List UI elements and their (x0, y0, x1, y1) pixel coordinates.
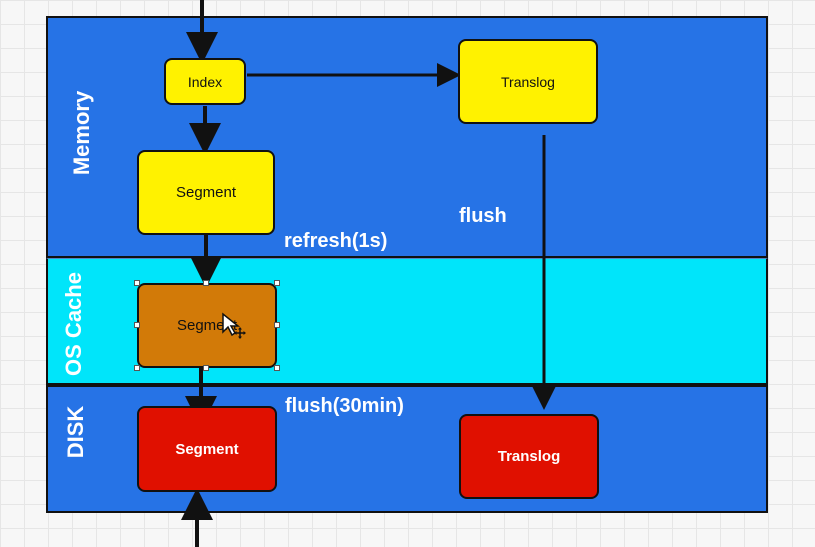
memory-segment-node[interactable]: Segment (137, 150, 275, 235)
disk-segment-node[interactable]: Segment (137, 406, 277, 492)
flush-30min-label: flush(30min) (285, 395, 404, 417)
selection-handle-mr[interactable] (274, 322, 280, 328)
memory-translog-node[interactable]: Translog (458, 39, 598, 124)
selection-handle-br[interactable] (274, 365, 280, 371)
cache-segment-node[interactable]: Segment (137, 283, 277, 368)
disk-translog-node[interactable]: Translog (459, 414, 599, 499)
selection-handle-tm[interactable] (203, 280, 209, 286)
flush-label: flush (459, 205, 507, 227)
refresh-label: refresh(1s) (284, 230, 388, 252)
pointer-move-cursor-icon (222, 312, 246, 339)
selection-handle-tl[interactable] (134, 280, 140, 286)
index-node[interactable]: Index (164, 58, 246, 105)
selection-handle-ml[interactable] (134, 322, 140, 328)
selection-handle-bl[interactable] (134, 365, 140, 371)
selection-handle-bm[interactable] (203, 365, 209, 371)
selection-handle-tr[interactable] (274, 280, 280, 286)
